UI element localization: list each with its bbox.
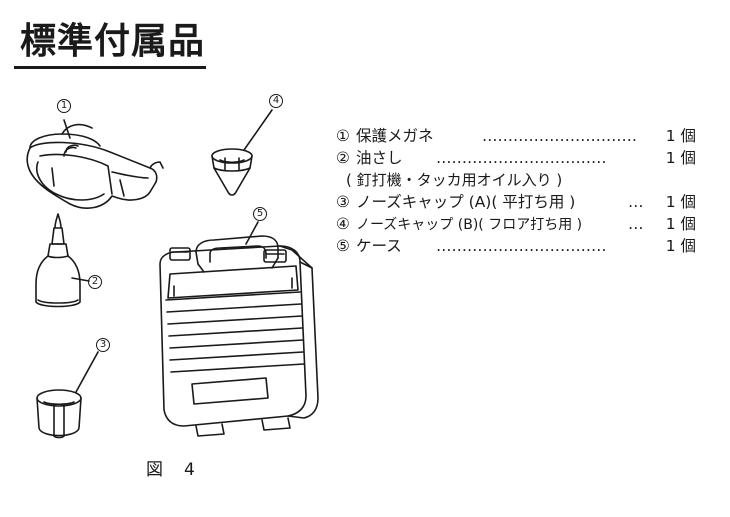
callout-circle-4 [269,94,283,108]
item-number: ④ [336,215,350,233]
callout-line-3 [75,351,99,393]
callout-circle-1 [57,99,71,113]
item-quantity: 1 個 [663,213,696,235]
callout-label-4: 4 [272,95,280,106]
item-leader-dots: … [628,193,644,211]
item-name: ノーズキャップ (B)( フロア打ち用 ) [356,217,583,233]
callout-circle-5 [253,207,267,221]
item-name: ケース [356,237,402,255]
list-item: ⑤ ケース …………………………… 1 個 [336,235,696,257]
callout-label-3: 3 [99,339,107,350]
list-item: ② 油さし …………………………… 1 個 [336,147,696,169]
safety-glasses-drawing [26,123,164,209]
item-quantity: 1 個 [663,125,696,147]
list-item-note: ( 釘打機・タッカ用オイル入り ) [336,169,696,191]
item-quantity: 1 個 [663,191,696,213]
carrying-case-drawing [159,235,319,437]
section-title: 標準付属品 [20,21,206,62]
item-leader-dots: …………………………… [436,149,607,167]
nose-cap-b-drawing [211,148,253,196]
item-quantity: 1 個 [663,235,696,257]
callout-circle-3 [96,338,110,352]
callout-line-1 [63,119,71,139]
item-number: ① [336,127,350,145]
list-item: ① 保護メガネ ………………………… 1 個 [336,125,696,147]
title-underline [14,66,206,69]
item-leader-dots: …………………………… [436,237,607,255]
item-number: ⑤ [336,237,350,255]
callout-label-5: 5 [256,208,264,219]
item-number: ② [336,149,350,167]
item-note: ( 釘打機・タッカ用オイル入り ) [346,171,563,189]
callout-label-1: 1 [60,100,68,111]
oil-can-drawing [35,213,81,308]
list-item: ④ ノーズキャップ (B)( フロア打ち用 ) … 1 個 [336,213,696,235]
callout-line-4 [243,109,273,151]
list-item: ③ ノーズキャップ (A)( 平打ち用 ) … 1 個 [336,191,696,213]
nose-cap-a-drawing [36,389,82,439]
figure-caption: 図 4 [146,460,197,480]
callout-line-5 [245,221,259,245]
callout-line-2 [71,277,90,282]
item-leader-dots: … [628,215,644,233]
item-leader-dots: ………………………… [482,127,637,145]
item-quantity: 1 個 [663,147,696,169]
item-name: ノーズキャップ (A)( 平打ち用 ) [356,193,576,211]
accessory-list: ① 保護メガネ ………………………… 1 個 ② 油さし …………………………… 1… [336,125,696,257]
item-name: 油さし [356,149,403,167]
item-number: ③ [336,193,350,211]
callout-circle-2 [88,275,102,289]
section-heading: 標準付属品 [14,16,206,69]
callout-label-2: 2 [91,276,99,287]
item-name: 保護メガネ [356,127,434,145]
